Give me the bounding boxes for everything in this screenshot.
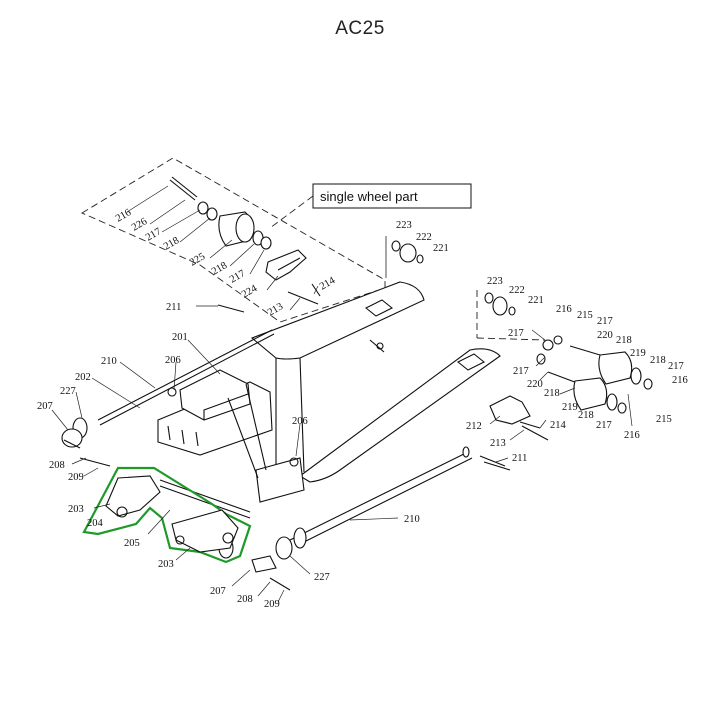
label-216: 216 bbox=[556, 304, 572, 315]
label-214: 214 bbox=[550, 420, 567, 431]
label-204: 204 bbox=[87, 518, 104, 529]
highlight-outline bbox=[82, 466, 252, 564]
callout-leader bbox=[269, 195, 314, 229]
label-216: 216 bbox=[672, 375, 688, 386]
pallet-truck-frame bbox=[97, 281, 511, 549]
label-207: 207 bbox=[37, 401, 53, 412]
label-210: 210 bbox=[404, 514, 420, 525]
label-220: 220 bbox=[597, 330, 613, 341]
label-208: 208 bbox=[49, 460, 65, 471]
label-211: 211 bbox=[166, 302, 181, 313]
label-209: 209 bbox=[264, 599, 280, 610]
label-212: 212 bbox=[466, 421, 482, 432]
label-218: 218 bbox=[544, 388, 560, 399]
label-213: 213 bbox=[266, 301, 285, 318]
part-labels: 216 226 217 218 225 218 217 224 213 214 … bbox=[37, 207, 688, 610]
label-227: 227 bbox=[60, 386, 76, 397]
label-224: 224 bbox=[240, 283, 260, 301]
label-217: 217 bbox=[228, 268, 247, 285]
label-208: 208 bbox=[237, 594, 253, 605]
label-218: 218 bbox=[578, 410, 594, 421]
label-211: 211 bbox=[512, 453, 527, 464]
label-223: 223 bbox=[396, 220, 412, 231]
label-209: 209 bbox=[68, 472, 84, 483]
label-221: 221 bbox=[528, 295, 544, 306]
label-215: 215 bbox=[577, 310, 593, 321]
label-201: 201 bbox=[172, 332, 188, 343]
label-214: 214 bbox=[318, 275, 338, 293]
label-221: 221 bbox=[433, 243, 449, 254]
single-wheel-assembly bbox=[169, 176, 321, 305]
label-217: 217 bbox=[513, 366, 529, 377]
label-226: 226 bbox=[130, 216, 149, 233]
label-223: 223 bbox=[487, 276, 503, 287]
label-218: 218 bbox=[210, 260, 229, 277]
label-219: 219 bbox=[630, 348, 646, 359]
label-202: 202 bbox=[75, 372, 91, 383]
diagram-title: AC25 bbox=[335, 18, 385, 39]
label-203: 203 bbox=[68, 504, 84, 515]
label-217: 217 bbox=[668, 361, 684, 372]
label-206: 206 bbox=[292, 416, 308, 427]
label-222: 222 bbox=[416, 232, 432, 243]
label-222: 222 bbox=[509, 285, 525, 296]
label-203: 203 bbox=[158, 559, 174, 570]
leader-lines bbox=[51, 185, 633, 603]
label-218: 218 bbox=[616, 335, 632, 346]
callout-label: single wheel part bbox=[320, 189, 418, 204]
label-217: 217 bbox=[596, 420, 612, 431]
label-218: 218 bbox=[162, 235, 181, 252]
label-219: 219 bbox=[562, 402, 578, 413]
label-205: 205 bbox=[124, 538, 140, 549]
label-215: 215 bbox=[656, 414, 672, 425]
lever-parts bbox=[105, 475, 239, 553]
label-218: 218 bbox=[650, 355, 666, 366]
label-210: 210 bbox=[101, 356, 117, 367]
label-213: 213 bbox=[490, 438, 506, 449]
roller-upper-middle bbox=[385, 236, 424, 278]
label-216: 216 bbox=[624, 430, 640, 441]
label-207: 207 bbox=[210, 586, 226, 597]
label-206: 206 bbox=[165, 355, 181, 366]
label-225: 225 bbox=[188, 251, 207, 268]
right-wheel-assembly bbox=[476, 290, 653, 467]
label-227: 227 bbox=[314, 572, 330, 583]
label-217: 217 bbox=[597, 316, 613, 327]
label-217: 217 bbox=[508, 328, 524, 339]
label-220: 220 bbox=[527, 379, 543, 390]
label-217: 217 bbox=[144, 226, 163, 243]
